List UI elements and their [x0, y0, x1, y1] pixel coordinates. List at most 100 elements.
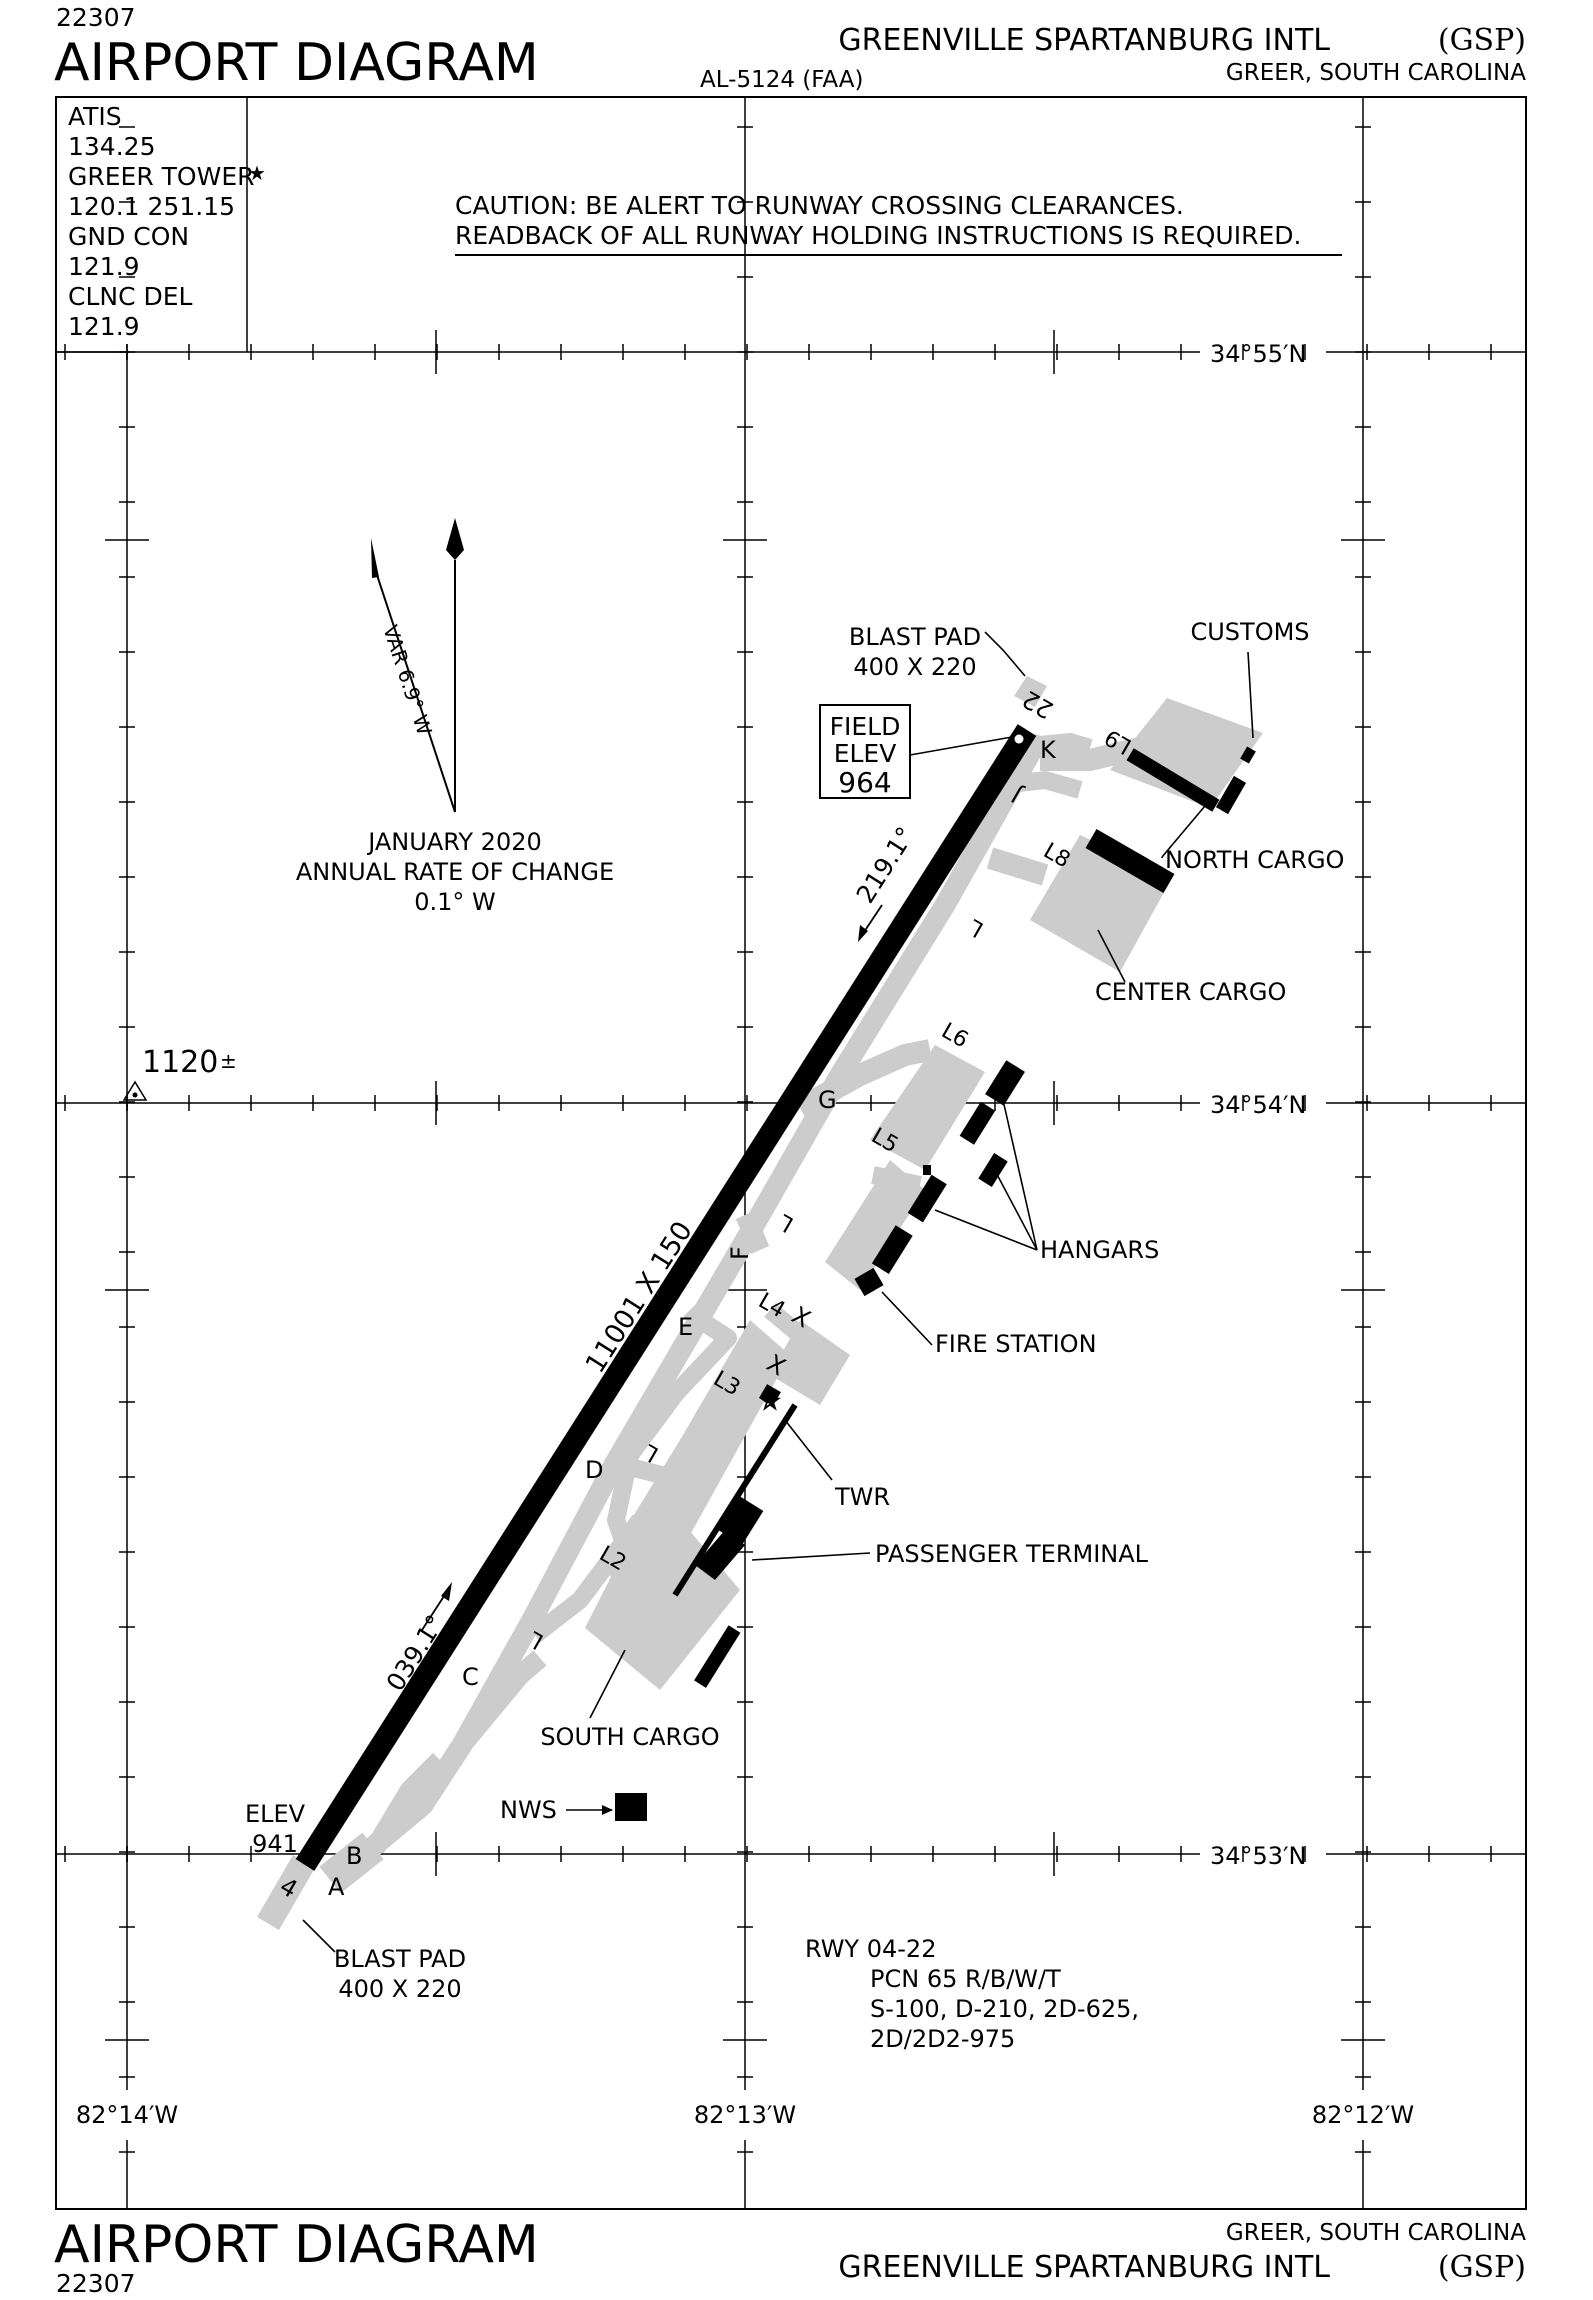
south-cargo-apron [585, 1490, 740, 1690]
customs-label: CUSTOMS [1190, 618, 1309, 646]
atis-label: ATIS [68, 102, 122, 131]
airport-id-top: (GSP) [1438, 23, 1526, 58]
blast-pad-4-leader [302, 1919, 336, 1953]
latitude-label-top: 34°55′N [1210, 340, 1306, 368]
annual-rate-label: ANNUAL RATE OF CHANGE [296, 858, 614, 886]
title-top: AIRPORT DIAGRAM [54, 33, 539, 93]
field-elevation-label-2: ELEV [834, 739, 897, 768]
obstacle-elevation: 1120 [142, 1045, 218, 1080]
tower-star-icon: ★ [248, 161, 266, 185]
taxiway-label-g: G [818, 1086, 837, 1114]
location-bottom: GREER, SOUTH CAROLINA [1226, 2220, 1526, 2246]
north-cargo-leader-1 [1161, 799, 1211, 858]
taxiway-e [683, 1303, 733, 1346]
atis-frequency: 134.25 [68, 132, 155, 161]
clearance-frequency: 121.9 [68, 312, 140, 341]
customs-building-1 [1215, 775, 1247, 815]
title-bottom: AIRPORT DIAGRAM [54, 2215, 539, 2275]
hangar-6 [923, 1165, 931, 1175]
south-cargo-label: SOUTH CARGO [540, 1723, 719, 1751]
airport-id-bottom: (GSP) [1438, 2250, 1526, 2285]
center-cargo-leader [1097, 929, 1126, 983]
magnetic-north-arrow-icon [371, 538, 456, 813]
taxiway-label-l6: L6 [937, 1019, 972, 1054]
customs-building-2 [1240, 746, 1256, 764]
hangar-3 [978, 1153, 1008, 1187]
hangars-label: HANGARS [1040, 1236, 1159, 1264]
hangar-1 [985, 1060, 1025, 1106]
customs-leader [1247, 651, 1254, 739]
runway-info-weights-1: S-100, D-210, 2D-625, [870, 1995, 1139, 2023]
taxiway-g [794, 1039, 933, 1118]
annual-rate-value: 0.1° W [414, 888, 496, 916]
field-elevation-label-1: FIELD [830, 712, 901, 741]
hangars-leaders [934, 1099, 1038, 1251]
passenger-terminal-label: PASSENGER TERMINAL [875, 1540, 1149, 1568]
hangar-2 [959, 1101, 996, 1145]
clearance-label: CLNC DEL [68, 282, 193, 311]
ground-label: GND CON [68, 222, 189, 251]
airport-name-top: GREENVILLE SPARTANBURG INTL [838, 23, 1330, 58]
airport-name-bottom: GREENVILLE SPARTANBURG INTL [838, 2250, 1330, 2285]
latitude-grid [56, 351, 1526, 1855]
fire-station-leader [881, 1291, 933, 1346]
obstacle-plusminus: ± [220, 1049, 237, 1073]
variation-date: JANUARY 2020 [366, 828, 542, 856]
hangar-5 [871, 1225, 913, 1274]
blast-pad-22-leader [984, 631, 1026, 677]
tower-label-map: TWR [834, 1483, 890, 1511]
caution-line-2: READBACK OF ALL RUNWAY HOLDING INSTRUCTI… [455, 221, 1301, 250]
field-elevation-point [1014, 734, 1024, 744]
taxiway-label-e: E [678, 1313, 693, 1341]
taxiway-label-l-2: L [774, 1208, 798, 1236]
chart-frame [55, 96, 1527, 2210]
runway-4-elev-value: 941 [252, 1830, 298, 1858]
south-cargo-building [694, 1625, 741, 1688]
chart-number-bottom: 22307 [56, 2269, 136, 2298]
chart-number-top: 22307 [56, 3, 136, 32]
field-elevation-value: 964 [838, 766, 891, 799]
blast-pad-4 [257, 1855, 315, 1930]
ground-frequency: 121.9 [68, 252, 140, 281]
hangar-apron-north [870, 1045, 985, 1170]
location-top: GREER, SOUTH CAROLINA [1226, 60, 1526, 86]
nws-arrow-icon [602, 1805, 613, 1815]
longitude-label-mid: 82°13′W [694, 2101, 796, 2129]
taxiway-label-l-1: L [964, 913, 988, 941]
taxiway-label-f: F [726, 1246, 754, 1260]
blast-pad-22-size: 400 X 220 [853, 653, 976, 681]
blast-pad-4-label: BLAST PAD [334, 1945, 466, 1973]
caution-line-1: CAUTION: BE ALERT TO RUNWAY CROSSING CLE… [455, 191, 1184, 220]
taxiway-label-b: B [346, 1842, 362, 1870]
grid-ticks [64, 126, 1492, 2153]
taxiway-k [1039, 732, 1093, 757]
blast-pad-22 [1014, 676, 1047, 707]
magnetic-variation: VAR 6.9° W [378, 622, 437, 738]
taxiway-label-k: K [1040, 736, 1057, 764]
tower-apron [770, 1320, 850, 1405]
nws-label: NWS [500, 1796, 557, 1824]
center-cargo-building [1085, 828, 1175, 894]
passenger-terminal-building [716, 1495, 764, 1545]
longitude-grid [126, 97, 1364, 2209]
blast-pad-4-size: 400 X 220 [338, 1975, 461, 2003]
runway-4-elev-label: ELEV [245, 1800, 306, 1828]
field-elevation-box [819, 704, 911, 799]
north-arrow-icon [446, 518, 464, 812]
north-cargo-building [1126, 748, 1220, 812]
north-cargo-label: NORTH CARGO [1165, 846, 1344, 874]
taxiway-label-c: C [462, 1663, 479, 1691]
terminal-building-south [695, 1530, 745, 1580]
taxiway-l9 [1040, 737, 1143, 771]
taxiway-c [454, 1650, 547, 1752]
buildings [615, 746, 1256, 1821]
taxiway-label-d: D [585, 1456, 603, 1484]
passenger-terminal-leader [751, 1552, 871, 1561]
taxiway-j [1018, 770, 1083, 799]
faa-code: AL-5124 (FAA) [700, 67, 863, 93]
taxiway-system [257, 676, 1263, 1930]
taxiway-l8 [986, 847, 1049, 886]
tower-leader [784, 1419, 833, 1481]
latitude-label-mid: 34°54′N [1210, 1091, 1306, 1119]
